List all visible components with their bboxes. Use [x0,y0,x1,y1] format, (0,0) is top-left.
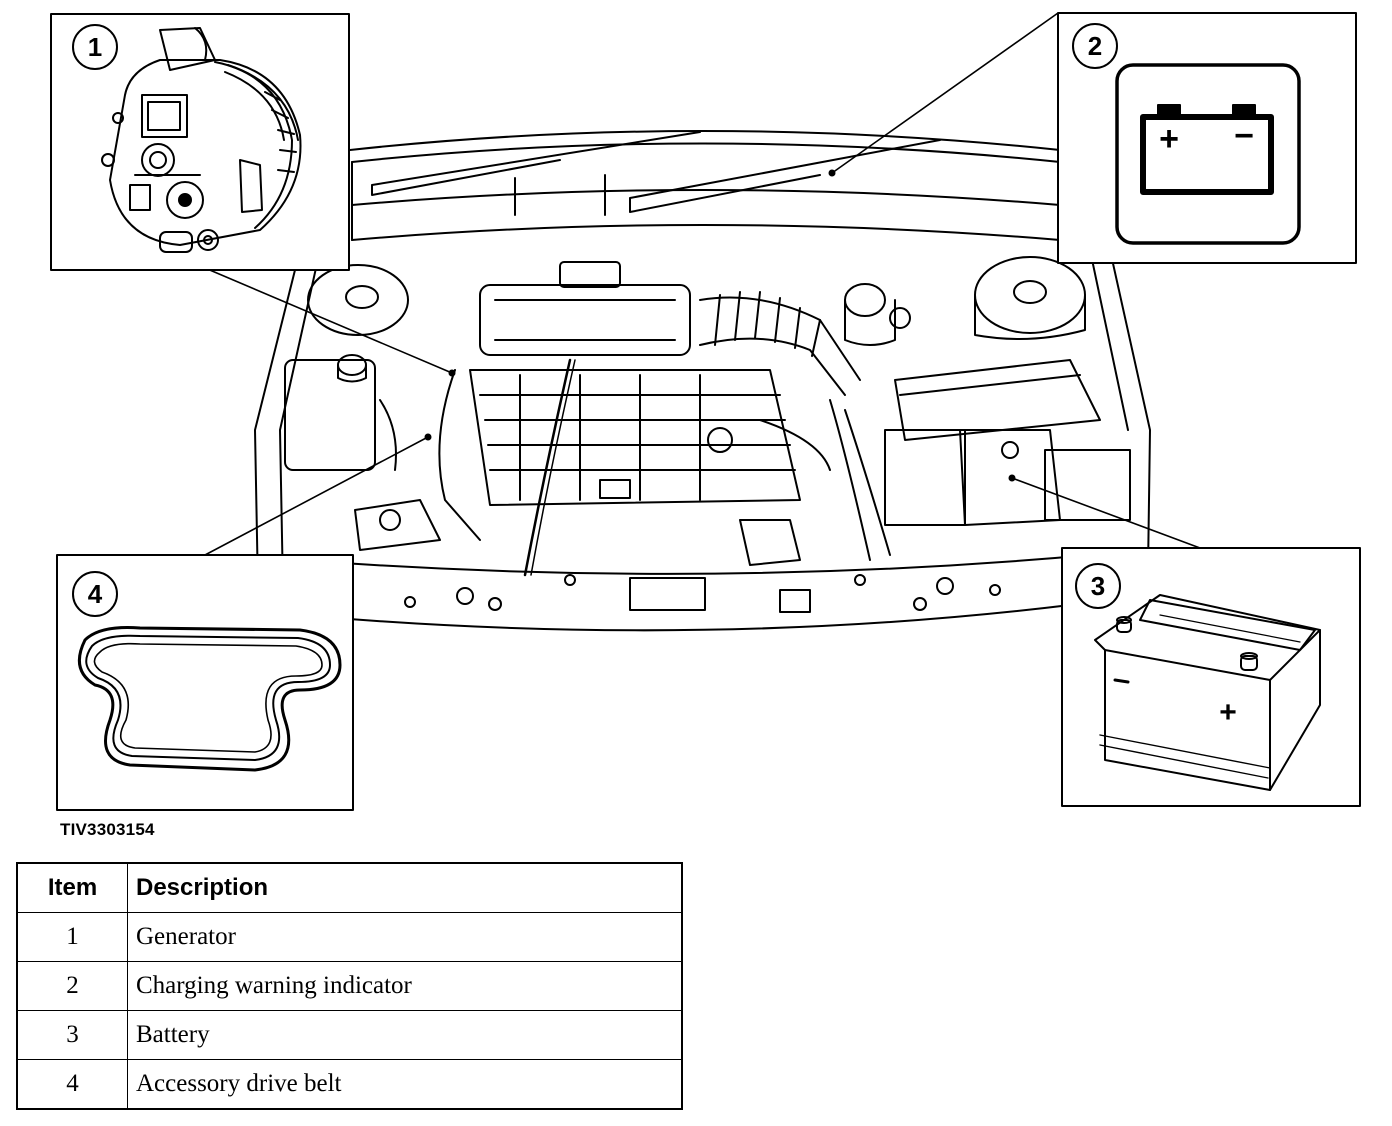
description-cell: Generator [127,912,683,962]
description-cell: Charging warning indicator [127,961,683,1011]
callout-number-3: 3 [1091,571,1105,601]
engine-bay-illustration [254,130,1151,632]
table-row: 4 Accessory drive belt [16,1059,683,1110]
callout-number-1: 1 [88,32,102,62]
inset-4-accessory-drive-belt: 4 [56,554,354,811]
leader-line-1 [204,267,453,374]
callout-leader-lines [204,12,1201,556]
leader-line-4 [204,436,429,556]
inset-2-charging-warning-indicator: 2 + − [1057,12,1357,264]
leader-line-3 [1011,477,1201,549]
legend-header-row: Item Description [16,862,683,913]
engine-bay-diagram: 1 [50,12,1361,811]
indicator-minus-symbol: − [1234,117,1254,155]
indicator-plus-symbol: + [1159,120,1179,158]
right-wiper-arm [629,139,941,213]
table-row: 1 Generator [16,912,683,962]
table-row: 2 Charging warning indicator [16,961,683,1011]
indicator-lamp-frame [1115,63,1301,245]
charging-warning-indicator-icon [1140,104,1274,195]
inset-1-generator: 1 [50,13,350,271]
item-number-cell: 4 [16,1059,128,1110]
callout-number-4: 4 [88,579,103,609]
inset-3-battery: 3 + [1061,547,1361,807]
description-cell: Battery [127,1010,683,1060]
battery-illustration [1094,594,1321,791]
item-number-cell: 2 [16,961,128,1011]
accessory-drive-belt-illustration [77,626,342,772]
battery-plus-symbol: + [1219,696,1237,729]
generator-illustration [101,27,302,253]
figure-code: TIV3303154 [60,820,155,839]
leader-line-2 [831,12,1059,174]
item-number-cell: 3 [16,1010,128,1060]
description-column-header: Description [127,862,683,913]
table-row: 3 Battery [16,1010,683,1060]
legend-table: Item Description 1 Generator 2 Charging … [16,862,683,1110]
left-wiper-arm [371,131,701,196]
item-column-header: Item [16,862,128,913]
description-cell: Accessory drive belt [127,1059,683,1110]
item-number-cell: 1 [16,912,128,962]
callout-number-2: 2 [1088,31,1102,61]
